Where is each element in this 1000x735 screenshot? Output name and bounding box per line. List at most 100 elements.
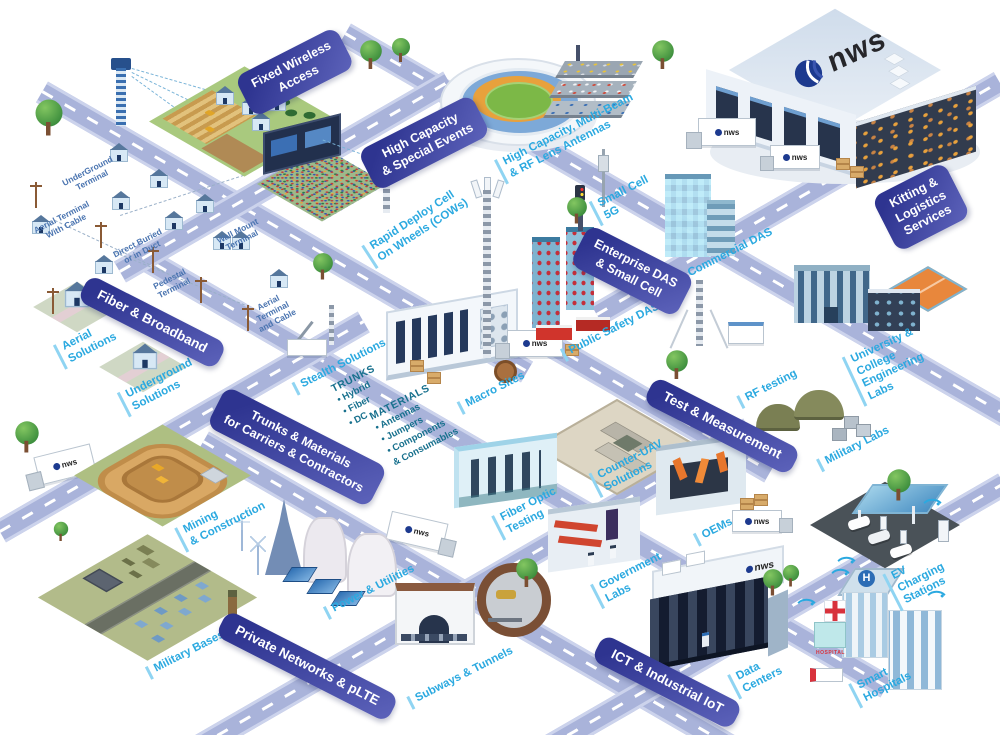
pallet-crate — [836, 158, 850, 170]
traffic-light-head — [575, 185, 585, 201]
fire-truck-icon — [536, 325, 572, 340]
utility-pole-icon — [30, 182, 42, 208]
bucket-truck — [287, 339, 327, 356]
hq-building — [82, 568, 124, 593]
scene-military-labs — [748, 382, 878, 457]
scientist-icon — [610, 544, 616, 559]
base-house — [159, 621, 174, 630]
equipment-container — [832, 428, 847, 441]
technician-icon — [702, 632, 709, 648]
hospital-wing — [888, 610, 942, 690]
scene-commercial-das — [655, 168, 745, 268]
wifi-icon — [797, 593, 816, 612]
tree-icon — [567, 197, 587, 224]
scene-military-base — [30, 520, 270, 680]
stealth-monopole-icon — [329, 305, 334, 345]
base-house — [173, 593, 188, 602]
house-icon — [110, 143, 128, 162]
skylight — [888, 65, 910, 78]
military-tent-icon — [794, 390, 844, 420]
watchtower-icon — [228, 590, 237, 623]
dc-side-wall — [768, 589, 788, 657]
scene-oem-delivery: nws — [726, 492, 806, 552]
tree-icon — [392, 38, 410, 62]
equipment-crate — [565, 344, 579, 356]
nws-logo-text: nws — [791, 152, 808, 162]
barracks-icon — [136, 544, 155, 556]
house-icon — [165, 211, 183, 230]
truck-cab — [760, 156, 774, 171]
house-icon — [196, 194, 214, 213]
hospital-atrium — [814, 622, 846, 648]
house-icon — [216, 86, 234, 105]
macro-antenna — [492, 179, 505, 199]
guy-wire — [709, 309, 729, 349]
scientist-icon — [588, 552, 594, 566]
house-icon — [270, 269, 288, 288]
tree-icon — [53, 521, 69, 542]
equipment-container — [844, 416, 859, 429]
nws-logo-text: nws — [723, 127, 740, 137]
charging-post-icon — [880, 516, 887, 530]
pallet-crate — [740, 498, 754, 510]
nws-logo: nws — [745, 517, 770, 526]
university-building — [794, 265, 870, 323]
house-icon — [213, 231, 231, 250]
house-icon — [132, 343, 158, 370]
wind-turbine-icon — [241, 521, 243, 551]
house-icon — [252, 112, 270, 131]
nws-logo: nws — [787, 22, 891, 96]
scene-subway-tunnel — [385, 555, 551, 665]
charging-kiosk — [938, 520, 949, 542]
tree-icon — [15, 421, 39, 453]
house-icon — [32, 215, 50, 234]
stage-screen — [271, 134, 297, 157]
transmission-pylon-icon — [265, 499, 303, 575]
tree-icon — [782, 564, 800, 587]
tree-icon — [313, 253, 333, 280]
base-house — [177, 607, 193, 616]
scene-smart-hospital: H HOSPITAL — [797, 551, 980, 700]
server-racks — [396, 309, 468, 364]
scene-university — [782, 255, 982, 350]
small-cell-radio — [598, 155, 609, 172]
pallet-crate — [850, 166, 864, 178]
macro-antenna — [470, 179, 483, 199]
test-van — [728, 322, 764, 344]
garage-antenna-mast — [576, 45, 580, 63]
truck-cab — [25, 471, 45, 492]
utility-pole-icon — [195, 277, 207, 303]
base-house — [197, 594, 212, 603]
stadium-pitch — [485, 82, 553, 120]
cell-tower-icon — [116, 68, 126, 126]
skylight — [889, 77, 911, 90]
pallet-crate — [754, 494, 768, 506]
wind-turbine-blades — [234, 514, 250, 530]
hospital-cross-sign — [824, 600, 846, 622]
hospital-tower — [842, 592, 888, 658]
train-icon — [401, 634, 467, 641]
scene-underground-solutions — [86, 330, 206, 400]
nws-logo-text: nws — [753, 516, 770, 526]
boring-machine-icon — [496, 590, 516, 599]
house-icon — [112, 191, 130, 210]
house-icon — [150, 169, 168, 188]
nws-logo-mark — [794, 59, 824, 88]
rooftop-hvac — [686, 550, 705, 568]
wind-turbine-icon — [257, 543, 259, 575]
label-underground-terminal: UnderGround Terminal — [60, 153, 115, 192]
utility-pole-icon — [147, 247, 159, 273]
scene-stealth-solutions — [285, 305, 355, 375]
lab-bench — [553, 520, 599, 532]
label-aerial-terminal-with-cable: Aerial Terminal With Cable — [32, 198, 91, 240]
nws-truck: nws — [686, 118, 756, 149]
garage-level — [555, 61, 643, 78]
small-cell-pole-icon — [602, 149, 605, 207]
equipment-crate — [427, 372, 441, 384]
scene-ev-charging — [800, 458, 990, 582]
hospital-sign: HOSPITAL — [816, 650, 845, 656]
tunnel-track — [488, 618, 522, 622]
utility-pole-icon — [242, 305, 254, 331]
tunnel-tube-icon — [477, 563, 551, 637]
